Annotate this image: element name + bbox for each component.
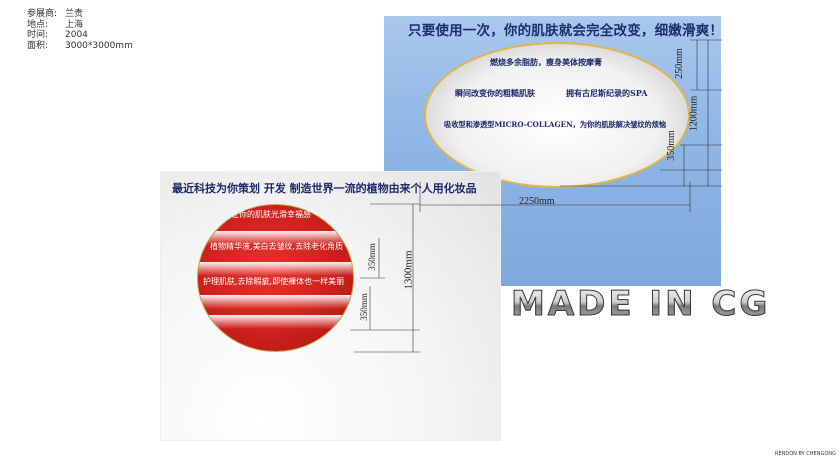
shelf-4 [198,315,353,329]
blue-line-2: 瞬间改变你的粗糙肌肤 [455,88,535,98]
blue-line-4: 吸收型和渗透型MICRO-COLLAGEN，为你的肌肤解决皱纹的烦恼 [444,120,667,129]
blue-panel-headline: 只要使用一次，你的肌肤就会完全改变，细嫩滑爽！ [408,23,724,39]
shelf-3 [198,295,353,309]
red-line-2: 植物精华液,美白去皱纹,去除老化角质 [210,242,344,251]
info-value: 3000*3000mm [65,40,133,51]
dim-1200-label: 1200mm [688,95,700,132]
info-row-location: 地点: 上海 [27,20,133,31]
info-row-area: 面积: 3000*3000mm [27,41,133,52]
oval-display-niche [424,42,690,188]
dim-350-label: 350mm [665,130,677,161]
blue-line-3: 拥有古尼斯纪录的SPA [566,88,648,98]
shelf-2 [198,262,353,276]
dim-1300-label: 1300mm [402,250,415,290]
info-value: 上海 [65,19,84,30]
dim-250-label: 250mm [673,48,685,79]
shelf-1 [198,231,353,245]
dim-350b-label: 350mm [358,293,369,321]
info-value: 兰贵 [65,9,84,19]
project-info: 参展商: 兰贵 地点: 上海 时间: 2004 面积: 3000*3000mm [27,9,133,51]
info-key: 时间: [27,30,49,40]
red-line-3: 护理肌肤,去除暇疵,即使裸体也一样美丽 [203,277,345,286]
dim-350a-label: 350mm [366,243,377,271]
render-credit: RENDON BY CHENGONG [775,451,836,457]
blue-line-1: 燃烧多余脂肪，瘦身美体按摩膏 [490,57,602,67]
info-value: 2004 [65,30,88,40]
made-in-cg-watermark: MADE IN CG [510,284,771,325]
red-circle-niche [197,204,354,352]
red-line-1: 让你的肌肤光滑幸福感 [231,210,311,219]
info-row-time: 时间: 2004 [27,30,133,41]
white-panel-headline: 最近科技为你策划 开发 制造世界一流的植物由来个人用化妆品 [172,182,477,195]
dim-2250-label: 2250mm [519,196,555,207]
info-key: 参展商: [27,9,58,19]
info-row-exhibitor: 参展商: 兰贵 [27,9,133,20]
info-key: 地点: [27,19,49,30]
info-key: 面积: [27,40,49,51]
